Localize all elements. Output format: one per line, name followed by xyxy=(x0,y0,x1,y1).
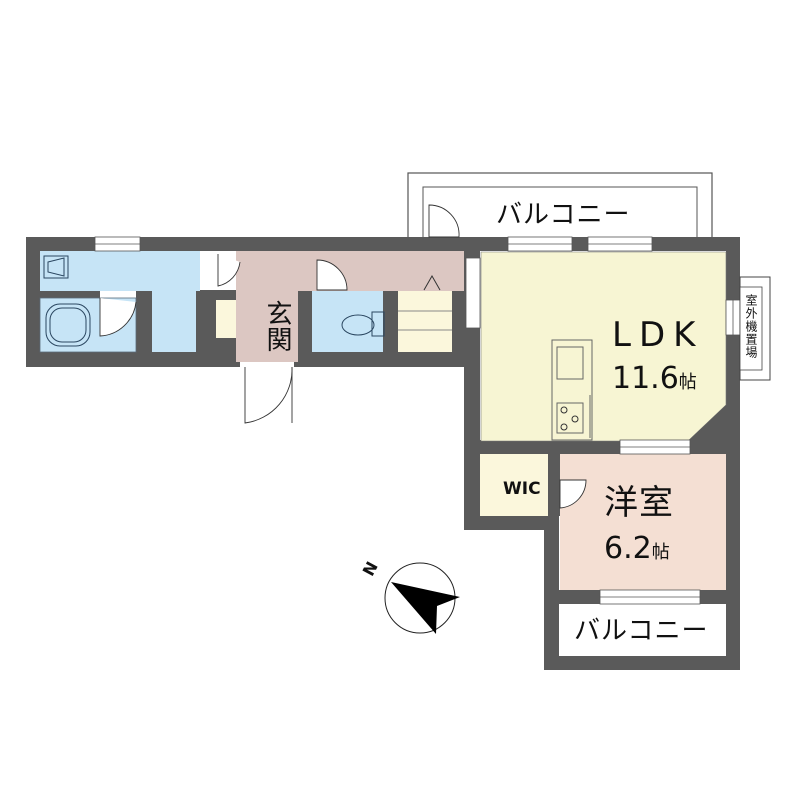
windows xyxy=(94,236,741,605)
balcony-bottom xyxy=(559,604,726,656)
ac-unit-area-label: 室外機置場 xyxy=(744,294,758,359)
room-washroom xyxy=(40,251,200,291)
ldk-room-name: LDK xyxy=(612,315,704,355)
room-washroom-lower xyxy=(152,291,196,352)
room-wic xyxy=(480,454,548,516)
ac-unit-area xyxy=(739,276,771,381)
ldk-size-unit: 帖 xyxy=(678,372,697,393)
room-entrance xyxy=(236,291,298,362)
room-toilet xyxy=(312,291,383,352)
western-size-value: 6.2 xyxy=(604,531,652,566)
western-room-name: 洋室 xyxy=(604,483,674,523)
hallway xyxy=(236,251,464,291)
storage-shoe xyxy=(216,300,236,338)
balcony-bottom-label: バルコニー xyxy=(574,616,709,646)
entrance-label: 玄関 xyxy=(262,300,292,352)
wic-label: WIC xyxy=(503,479,541,499)
fixtures xyxy=(43,255,593,441)
doors xyxy=(99,204,587,509)
balcony-top-label: バルコニー xyxy=(496,200,631,230)
western-room-size: 6.2帖 xyxy=(604,534,670,564)
storage-stairs xyxy=(398,291,452,352)
room-western xyxy=(560,454,726,590)
western-size-unit: 帖 xyxy=(651,542,670,563)
ldk-room-size: 11.6帖 xyxy=(612,364,697,394)
room-ldk-wall-corner xyxy=(688,405,726,441)
compass-north-arrow-icon xyxy=(384,562,460,634)
ldk-size-value: 11.6 xyxy=(612,361,679,396)
